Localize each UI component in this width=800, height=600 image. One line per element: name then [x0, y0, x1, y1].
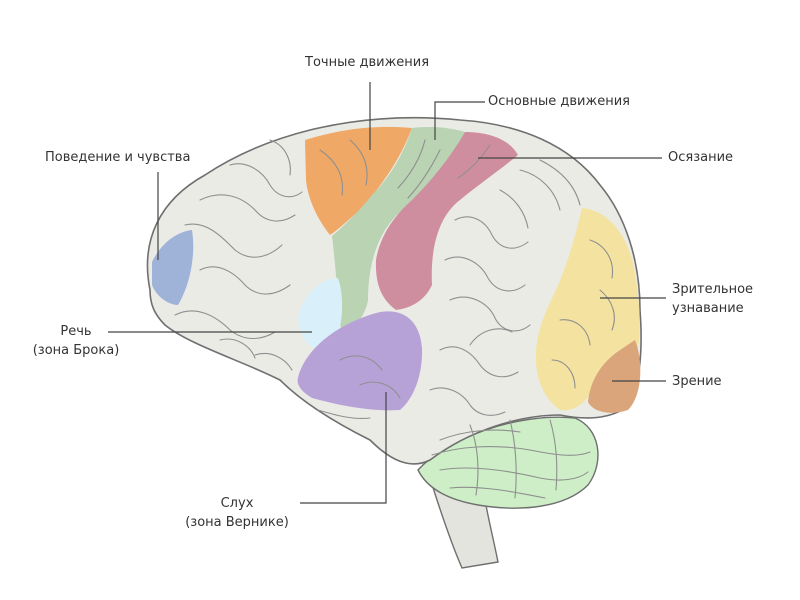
label-vision: Зрение	[672, 374, 722, 389]
touch-region	[375, 132, 518, 310]
gyri-texture	[174, 139, 615, 499]
label-hearing-line2: (зона Вернике)	[185, 515, 289, 530]
fine-movements-region	[305, 126, 412, 235]
label-visual-recognition: Зрительное узнавание	[672, 280, 753, 318]
label-hearing-line1: Слух	[220, 496, 254, 511]
vision-region	[588, 340, 641, 413]
label-speech: Речь (зона Брока)	[28, 322, 124, 360]
label-hearing: Слух (зона Вернике)	[172, 494, 302, 532]
label-basic-movements: Основные движения	[488, 94, 630, 109]
label-fine-movements: Точные движения	[305, 55, 430, 70]
label-touch: Осязание	[668, 150, 734, 165]
leader-basic-movements	[434, 101, 485, 140]
label-visual-recognition-line2: узнавание	[672, 301, 744, 316]
hearing-region	[297, 311, 423, 411]
label-behavior-feelings: Поведение и чувства	[45, 150, 191, 165]
label-speech-line2: (зона Брока)	[32, 343, 120, 358]
behavior-feelings-region	[152, 230, 194, 305]
leader-hearing	[300, 392, 387, 504]
label-visual-recognition-line1: Зрительное	[672, 282, 754, 297]
label-speech-line1: Речь	[60, 324, 92, 339]
